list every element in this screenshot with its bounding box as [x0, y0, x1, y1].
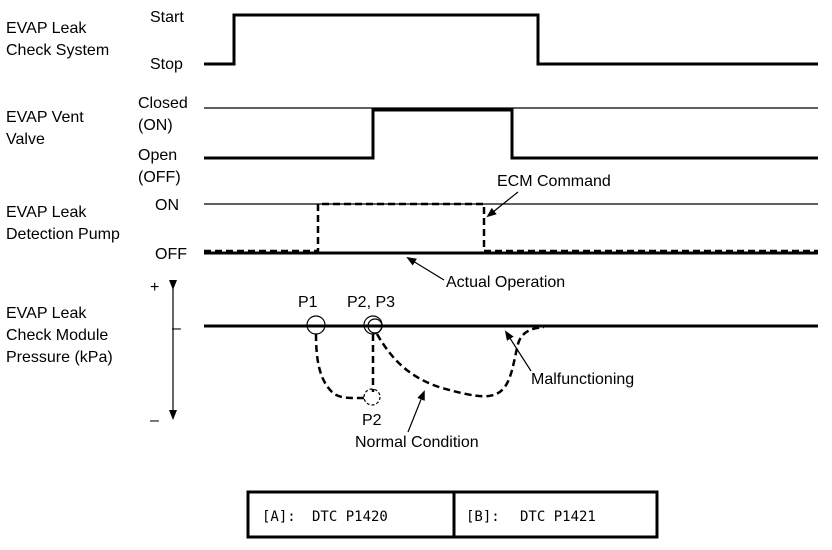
pump-ecm-command-trace	[204, 202, 818, 253]
system-label-line2: Check System	[6, 42, 109, 59]
pump-level-on: ON	[155, 197, 179, 214]
malfunctioning-trace	[375, 325, 545, 398]
legend-a-key: [A]:	[262, 509, 296, 525]
vent-valve-level-open: Open	[138, 147, 177, 164]
pump-label-line1: EVAP Leak	[6, 204, 87, 221]
pressure-label-line3: Pressure (kPa)	[6, 349, 113, 366]
vent-valve-level-on: (ON)	[138, 117, 173, 134]
p2-p3-label: P2, P3	[347, 294, 395, 311]
normal-condition-annotation: Normal Condition	[355, 434, 479, 451]
pressure-axis-minus: –	[150, 412, 159, 429]
vent-valve-level-closed: Closed	[138, 95, 188, 112]
system-level-start: Start	[150, 9, 184, 26]
pressure-axis-plus: +	[150, 279, 159, 296]
normal-condition-trace	[314, 333, 375, 400]
vent-valve-label-line1: EVAP Vent	[6, 109, 84, 126]
ecm-command-arrow	[486, 191, 519, 218]
p2-p3-marker-circle-inner	[367, 318, 383, 334]
legend-a-value: DTC P1420	[312, 509, 388, 525]
actual-operation-arrow	[406, 256, 445, 281]
p2-lower-label: P2	[362, 412, 382, 429]
vent-valve-label-line2: Valve	[6, 131, 45, 148]
pressure-label-line2: Check Module	[6, 327, 108, 344]
legend-b-value: DTC P1421	[520, 509, 596, 525]
pump-label-line2: Detection Pump	[6, 226, 120, 243]
p1-label: P1	[298, 294, 318, 311]
p2-lower-marker-circle	[363, 388, 381, 406]
system-signal-trace	[204, 13, 818, 66]
malfunctioning-annotation: Malfunctioning	[531, 371, 634, 388]
vent-valve-signal-trace	[204, 108, 818, 160]
pressure-label-line1: EVAP Leak	[6, 305, 87, 322]
system-label-line1: EVAP Leak	[6, 20, 87, 37]
vent-valve-level-off: (OFF)	[138, 169, 181, 186]
actual-operation-annotation: Actual Operation	[446, 274, 565, 291]
pressure-axis-zero-tick: –	[172, 320, 181, 337]
ecm-command-annotation: ECM Command	[497, 173, 611, 190]
normal-condition-arrow	[407, 390, 425, 433]
pump-level-off: OFF	[155, 246, 187, 263]
malfunctioning-arrow	[504, 330, 532, 372]
legend-b-key: [B]:	[466, 509, 500, 525]
system-level-stop: Stop	[150, 56, 183, 73]
